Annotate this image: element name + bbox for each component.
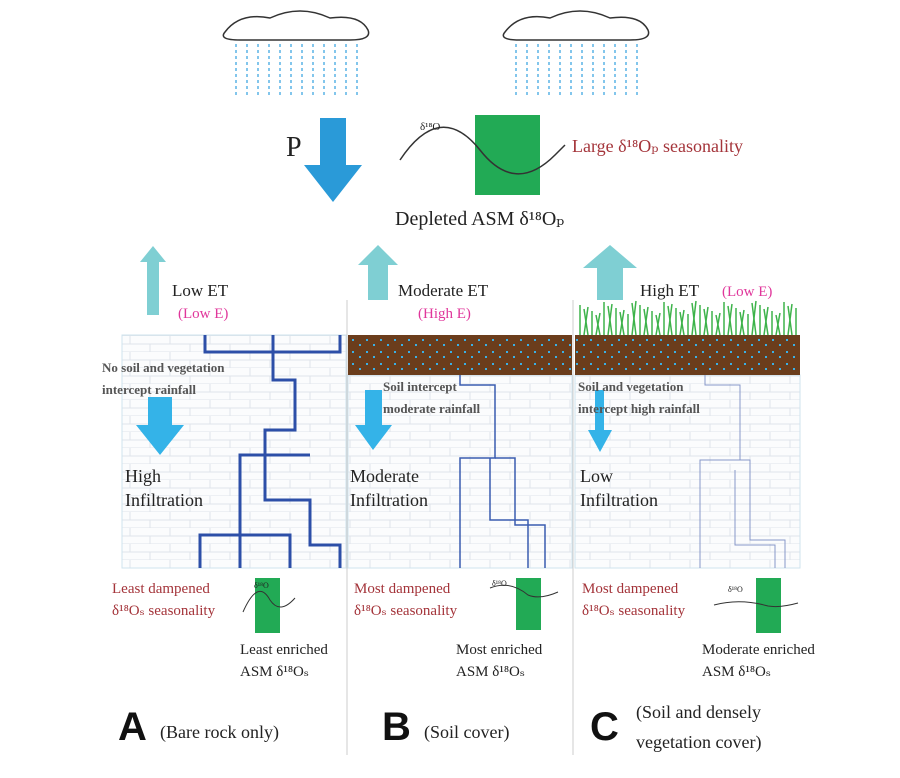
grass-blade xyxy=(607,305,613,336)
et-label-b: Moderate ET xyxy=(398,281,489,300)
infiltration-a-2: Infiltration xyxy=(125,490,203,510)
precip-label: P xyxy=(286,132,302,163)
et-label-a: Low ET xyxy=(172,281,229,300)
et-arrow-a-icon xyxy=(140,246,166,315)
intercept-b-1: Soil intercept xyxy=(383,379,457,394)
isotope-wave-b xyxy=(489,584,559,598)
depleted-label: Depleted ASM δ¹⁸Oₚ xyxy=(395,208,564,230)
fractures-c xyxy=(699,375,786,568)
enrich-b-1: Most enriched xyxy=(456,642,543,658)
caption-c-1: (Soil and densely xyxy=(636,702,761,723)
caption-b: (Soil cover) xyxy=(424,722,509,743)
fractures-b xyxy=(459,375,546,568)
isotope-wave-a xyxy=(242,590,296,613)
enrich-a-2: ASM δ¹⁸Oₛ xyxy=(240,664,309,680)
intercept-b-2: moderate rainfall xyxy=(383,401,481,416)
infiltration-arrow-a-icon xyxy=(136,397,184,455)
damp-b-2: δ¹⁸Oₛ seasonality xyxy=(354,603,458,619)
grass-blade xyxy=(595,314,601,336)
et-label-c: High ET xyxy=(640,281,700,300)
panel-letter-c: C xyxy=(590,705,619,749)
grass-blade xyxy=(583,308,589,336)
grass-blade xyxy=(679,311,685,336)
wave-label-c: δ¹⁸O xyxy=(728,585,743,594)
rain-left-icon xyxy=(235,44,358,98)
grass-blade xyxy=(775,314,781,336)
asm-box-top xyxy=(475,115,540,195)
intercept-c-2: intercept high rainfall xyxy=(578,401,700,416)
damp-c-1: Most dampened xyxy=(582,581,679,597)
grass-blade xyxy=(739,311,745,336)
et-arrow-b-icon xyxy=(358,245,398,300)
panel-letter-a: A xyxy=(118,705,147,749)
asm-box-b xyxy=(516,578,541,630)
cloud-left-icon xyxy=(222,10,370,41)
fractures-a xyxy=(198,335,342,568)
damp-a-2: δ¹⁸Oₛ seasonality xyxy=(112,603,216,619)
soil-b xyxy=(348,335,572,375)
infiltration-arrow-b-icon xyxy=(355,390,392,450)
grass-blade xyxy=(727,305,733,336)
infiltration-c-2: Infiltration xyxy=(580,490,658,510)
infiltration-b-1: Moderate xyxy=(350,466,419,486)
enrich-c-1: Moderate enriched xyxy=(702,642,815,658)
grass-icon xyxy=(579,300,797,336)
et-arrow-c-icon xyxy=(583,245,637,300)
soil-c xyxy=(575,335,800,375)
asm-box-c xyxy=(756,578,781,633)
caption-a: (Bare rock only) xyxy=(160,722,279,743)
intercept-a-1: No soil and vegetation xyxy=(102,360,225,375)
damp-b-1: Most dampened xyxy=(354,581,451,597)
infiltration-arrow-c-icon xyxy=(588,390,612,452)
grass-blade xyxy=(691,302,697,336)
grass-blade xyxy=(787,305,793,336)
isotope-wave-label: δ¹⁸O xyxy=(420,121,440,133)
damp-a-1: Least dampened xyxy=(112,581,210,597)
cloud-right-icon xyxy=(502,10,650,41)
enrich-c-2: ASM δ¹⁸Oₛ xyxy=(702,664,771,680)
wave-label-a: δ¹⁸O xyxy=(254,581,269,590)
infiltration-b-2: Infiltration xyxy=(350,490,428,510)
grass-blade xyxy=(631,302,637,336)
seasonality-label: Large δ¹⁸Oₚ seasonality xyxy=(572,136,743,156)
infiltration-a-1: High xyxy=(125,466,161,486)
isotope-wave-c xyxy=(713,601,799,608)
grass-blade xyxy=(763,308,769,336)
precipitation-arrow-icon xyxy=(304,118,362,202)
e-label-b: (High E) xyxy=(418,306,471,322)
grass-blade xyxy=(655,314,661,336)
panel-letter-b: B xyxy=(382,705,411,749)
grass-blade xyxy=(715,314,721,336)
e-label-c: (Low E) xyxy=(722,284,772,300)
enrich-b-2: ASM δ¹⁸Oₛ xyxy=(456,664,525,680)
intercept-a-2: intercept rainfall xyxy=(102,382,196,397)
rock-c xyxy=(574,374,801,569)
isotope-wave-top xyxy=(399,126,566,175)
intercept-c-1: Soil and vegetation xyxy=(578,379,684,394)
caption-c-2: vegetation cover) xyxy=(636,732,761,753)
wave-label-b: δ¹⁸O xyxy=(492,579,507,588)
grass-blade xyxy=(643,308,649,336)
grass-blade xyxy=(619,311,625,336)
infiltration-c-1: Low xyxy=(580,466,613,486)
grass-blade xyxy=(667,305,673,336)
grass-blade xyxy=(751,302,757,336)
damp-c-2: δ¹⁸Oₛ seasonality xyxy=(582,603,686,619)
enrich-a-1: Least enriched xyxy=(240,642,328,658)
e-label-a: (Low E) xyxy=(178,306,228,322)
rain-right-icon xyxy=(515,44,638,98)
grass-blade xyxy=(703,308,709,336)
